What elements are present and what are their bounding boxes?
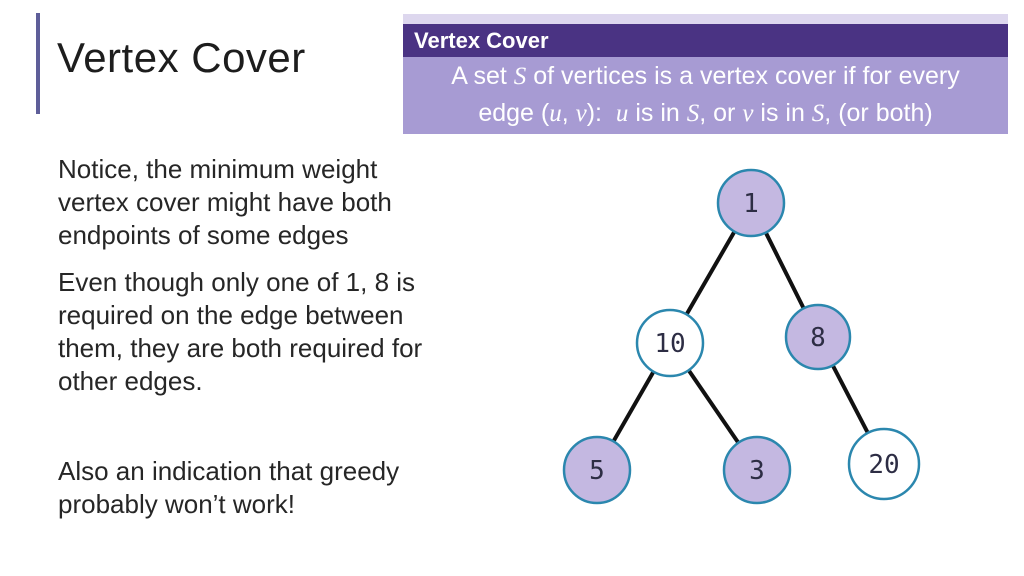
definition-line-2: edge (u, v): u is in S, or v is in S, (o… — [407, 95, 1004, 132]
title-accent-bar — [36, 13, 40, 114]
tree-node-20: 20 — [847, 427, 921, 501]
math-symbol: u — [615, 100, 629, 127]
tree-node-5: 5 — [562, 435, 632, 505]
definition-callout: Vertex Cover A set S of vertices is a ve… — [403, 14, 1008, 134]
paragraph-line: Notice, the minimum weight — [58, 154, 378, 184]
node-label: 10 — [654, 329, 685, 359]
node-circle — [847, 427, 921, 501]
node-circle — [562, 435, 632, 505]
node-label: 1 — [743, 189, 759, 219]
definition-text: , — [561, 99, 576, 127]
node-circle — [716, 168, 786, 238]
node-label: 5 — [589, 456, 605, 486]
math-symbol: S — [811, 100, 825, 127]
tree-node-10: 10 — [635, 308, 705, 378]
definition-text: , (or both) — [824, 99, 933, 127]
tree-node-3: 3 — [722, 435, 792, 505]
math-symbol: v — [742, 100, 754, 127]
node-circle — [635, 308, 705, 378]
paragraph-line: other edges. — [58, 366, 203, 396]
paragraph-line: probably won’t work! — [58, 489, 295, 519]
node-label: 3 — [749, 456, 765, 486]
callout-title: Vertex Cover — [403, 24, 1008, 57]
paragraph-line: required on the edge between — [58, 300, 404, 330]
tree-node-1: 1 — [716, 168, 786, 238]
tree-node-8: 8 — [784, 303, 852, 371]
definition-text: , or — [699, 99, 743, 127]
callout-definition: A set S of vertices is a vertex cover if… — [403, 57, 1008, 134]
definition-text: A set — [451, 62, 514, 90]
math-symbol: S — [686, 100, 700, 127]
node-label: 20 — [868, 450, 899, 480]
paragraph-line: Also an indication that greedy — [58, 456, 400, 486]
paragraph-line: endpoints of some edges — [58, 220, 349, 250]
node-circle — [784, 303, 852, 371]
paragraph-line: Even though only one of 1, 8 is — [58, 267, 416, 297]
definition-text: is in — [628, 99, 687, 127]
paragraph-line: them, they are both required for — [58, 333, 423, 363]
definition-text: ): — [586, 99, 616, 127]
paragraph-line: vertex cover might have both — [58, 187, 392, 217]
math-symbol: S — [513, 63, 527, 90]
page-title: Vertex Cover — [57, 34, 306, 81]
node-label: 8 — [810, 323, 826, 353]
definition-line-1: A set S of vertices is a vertex cover if… — [407, 58, 1004, 95]
definition-text: edge ( — [478, 99, 550, 127]
node-circle — [722, 435, 792, 505]
definition-text: of vertices is a vertex cover if for eve… — [526, 62, 960, 90]
math-symbol: u — [549, 100, 562, 127]
definition-text: is in — [753, 99, 812, 127]
callout-top-strip — [403, 14, 1008, 24]
math-symbol: v — [575, 100, 587, 127]
